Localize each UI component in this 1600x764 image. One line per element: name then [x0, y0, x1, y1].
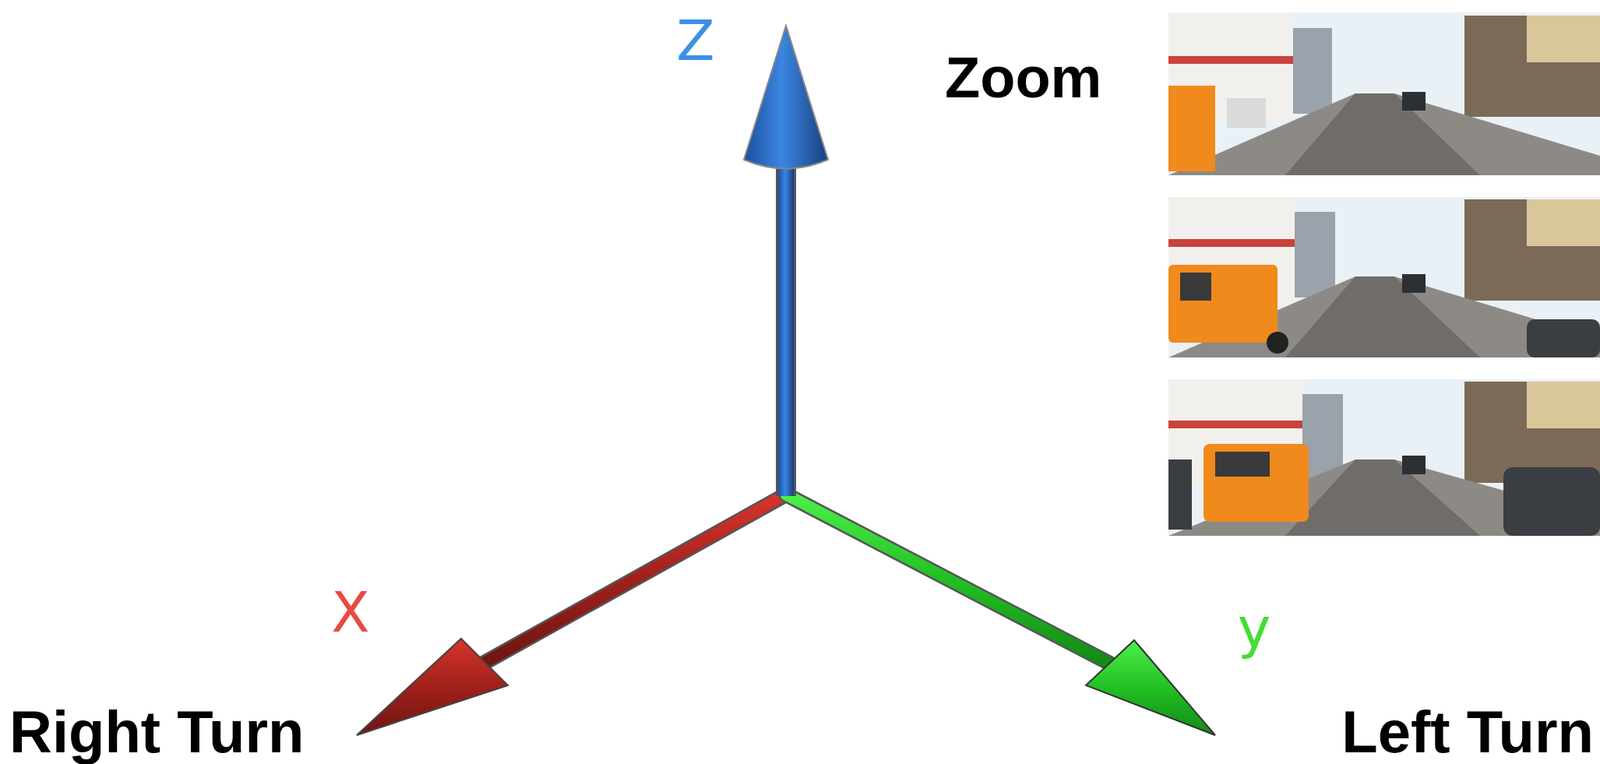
x-axis-arrow	[356, 494, 786, 736]
street-photo	[1168, 197, 1600, 358]
motion-label: Right Turn	[9, 702, 304, 762]
axis-name: Z	[676, 12, 715, 69]
y-axis-arrow	[785, 494, 1216, 736]
axis-name: y	[1237, 599, 1272, 656]
motion-label: Left Turn	[1341, 702, 1594, 762]
motion-label: Zoom	[944, 49, 1102, 107]
z-axis-arrow	[743, 25, 829, 497]
axis-name: X	[331, 584, 370, 641]
street-photo	[1168, 12, 1600, 176]
street-photo	[1168, 379, 1600, 536]
